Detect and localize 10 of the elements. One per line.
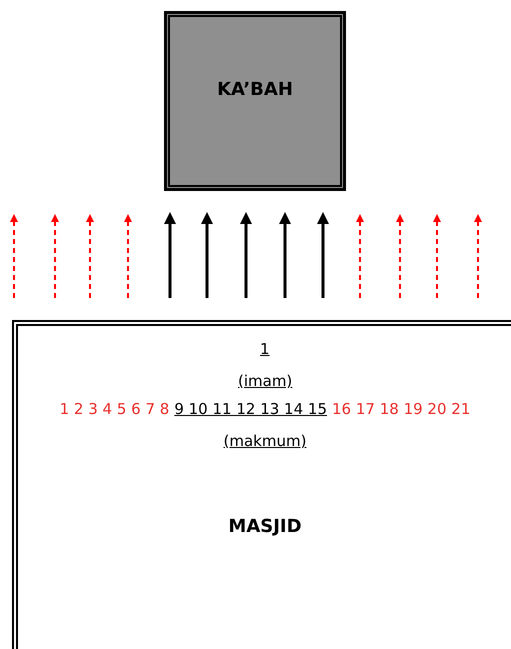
role-label: (imam) — [238, 372, 292, 390]
side-row-numbers: 16 17 18 19 20 21 — [332, 400, 470, 418]
side-row-numbers: 1 2 3 4 5 6 7 8 — [60, 400, 170, 418]
mosque-box — [12, 320, 511, 649]
role-label: (makmum) — [224, 432, 306, 450]
front-row-numbers: 9 10 11 12 13 14 15 — [174, 400, 328, 418]
kaaba-box — [165, 12, 345, 190]
position-number: 1 — [260, 340, 270, 358]
box-label: MASJID — [228, 516, 302, 537]
box-label: KA’BAH — [217, 78, 293, 100]
